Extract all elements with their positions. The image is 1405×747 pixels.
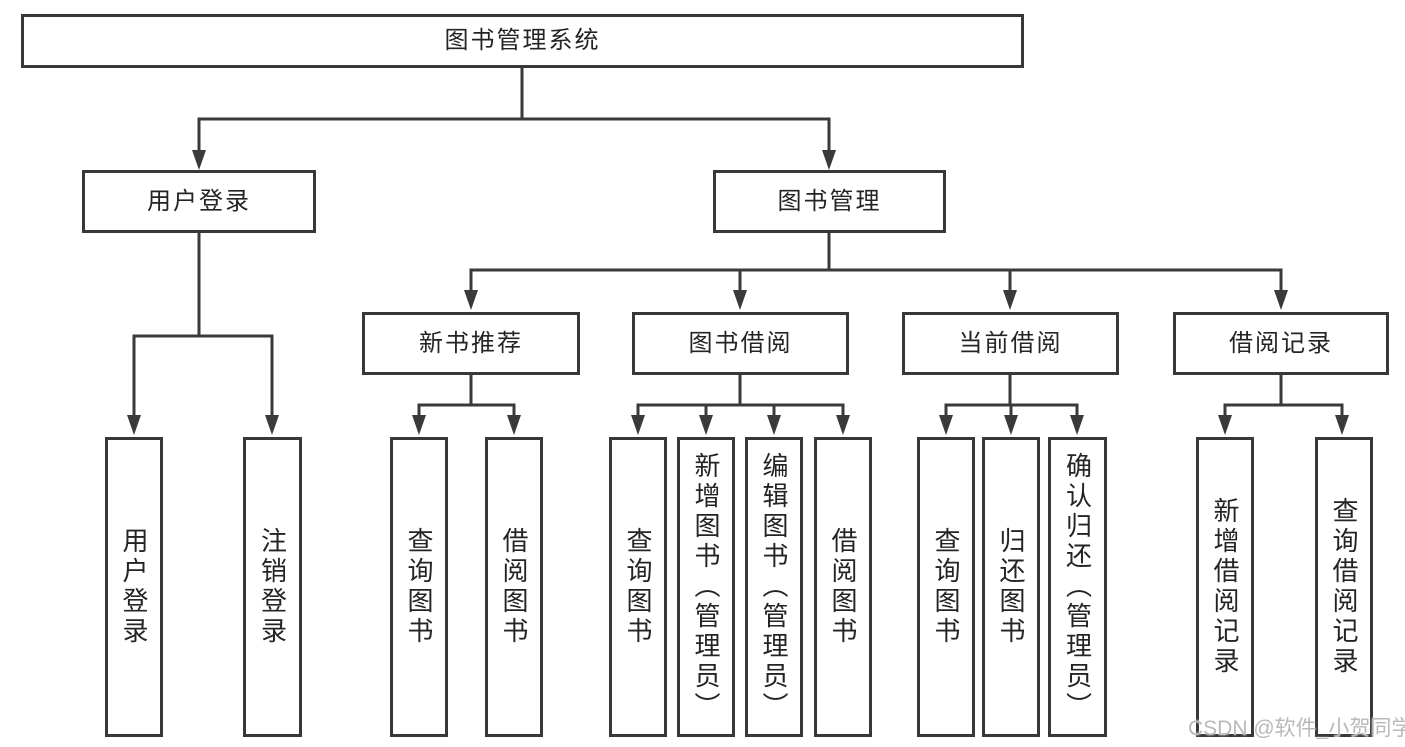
connector-new-book-to-borrow bbox=[471, 403, 521, 435]
leaf-query-book-borrow: 查询图书 bbox=[609, 437, 667, 737]
node-book-management: 图书管理 bbox=[713, 170, 946, 233]
node-borrow-records: 借阅记录 bbox=[1173, 312, 1389, 375]
connector-book-borrow-to-add bbox=[699, 403, 740, 435]
connector-book-borrow-to-borrow bbox=[740, 403, 850, 435]
leaf-edit-book-admin: 编辑图书（管理员） bbox=[745, 437, 803, 737]
leaf-add-book-admin: 新增图书（管理员） bbox=[677, 437, 735, 737]
leaf-borrow-book-recommend: 借阅图书 bbox=[485, 437, 543, 737]
connector-to-new-book-recommend bbox=[464, 268, 829, 310]
node-user-login-label: 用户登录 bbox=[147, 187, 251, 215]
leaf-confirm-return-admin: 确认归还（管理员） bbox=[1048, 437, 1107, 737]
leaf-query-book-current-label: 查询图书 bbox=[931, 527, 961, 647]
leaf-logout: 注销登录 bbox=[243, 437, 302, 737]
connector-user-login-to-logout bbox=[199, 334, 279, 435]
connector-records-to-add bbox=[1218, 403, 1281, 435]
leaf-add-borrow-record: 新增借阅记录 bbox=[1196, 437, 1254, 737]
leaf-confirm-return-admin-label: 确认归还（管理员） bbox=[1062, 452, 1093, 722]
leaf-query-book-borrow-label: 查询图书 bbox=[623, 527, 653, 647]
csdn-watermark: CSDN @软件_小贺同学 bbox=[1188, 717, 1405, 740]
node-book-management-label: 图书管理 bbox=[777, 187, 882, 215]
node-new-book-recommend: 新书推荐 bbox=[362, 312, 580, 375]
connector-current-to-confirm bbox=[1010, 403, 1084, 435]
leaf-borrow-book-label: 借阅图书 bbox=[828, 527, 858, 647]
leaf-add-borrow-record-label: 新增借阅记录 bbox=[1210, 497, 1240, 677]
leaf-user-login-label: 用户登录 bbox=[119, 527, 149, 647]
leaf-return-book: 归还图书 bbox=[982, 437, 1040, 737]
node-new-book-recommend-label: 新书推荐 bbox=[419, 329, 523, 357]
connector-to-book-borrow bbox=[733, 268, 829, 310]
connector-new-book-to-query bbox=[412, 403, 471, 435]
leaf-query-borrow-record-label: 查询借阅记录 bbox=[1329, 497, 1359, 677]
connector-book-borrow-to-query bbox=[631, 403, 740, 435]
node-borrow-records-label: 借阅记录 bbox=[1229, 329, 1333, 357]
connector-user-login-to-login bbox=[127, 334, 199, 435]
node-book-borrow-label: 图书借阅 bbox=[688, 329, 793, 357]
node-library-management-system-label: 图书管理系统 bbox=[444, 27, 601, 54]
leaf-query-book-recommend: 查询图书 bbox=[390, 437, 448, 737]
connector-current-to-return bbox=[1004, 403, 1018, 435]
node-current-borrow-label: 当前借阅 bbox=[958, 329, 1063, 357]
connector-root-to-book-management bbox=[522, 117, 836, 170]
connector-records-to-query bbox=[1281, 403, 1349, 435]
leaf-borrow-book: 借阅图书 bbox=[814, 437, 872, 737]
connector-book-borrow-to-edit bbox=[740, 403, 781, 435]
connector-root-to-user-login bbox=[192, 117, 522, 170]
leaf-return-book-label: 归还图书 bbox=[996, 527, 1026, 647]
connector-to-current-borrow bbox=[829, 268, 1017, 310]
node-current-borrow: 当前借阅 bbox=[902, 312, 1119, 375]
leaf-query-book-current: 查询图书 bbox=[917, 437, 975, 737]
leaf-user-login: 用户登录 bbox=[105, 437, 163, 737]
leaf-borrow-book-recommend-label: 借阅图书 bbox=[499, 527, 529, 647]
node-library-management-system: 图书管理系统 bbox=[21, 14, 1024, 68]
leaf-add-book-admin-label: 新增图书（管理员） bbox=[691, 452, 721, 722]
leaf-logout-label: 注销登录 bbox=[257, 527, 288, 647]
connector-current-to-query bbox=[939, 403, 1010, 435]
node-book-borrow: 图书借阅 bbox=[632, 312, 849, 375]
leaf-query-borrow-record: 查询借阅记录 bbox=[1315, 437, 1373, 737]
leaf-edit-book-admin-label: 编辑图书（管理员） bbox=[759, 452, 789, 722]
connector-to-borrow-records bbox=[829, 268, 1288, 310]
node-user-login: 用户登录 bbox=[82, 170, 316, 233]
leaf-query-book-recommend-label: 查询图书 bbox=[404, 527, 434, 647]
